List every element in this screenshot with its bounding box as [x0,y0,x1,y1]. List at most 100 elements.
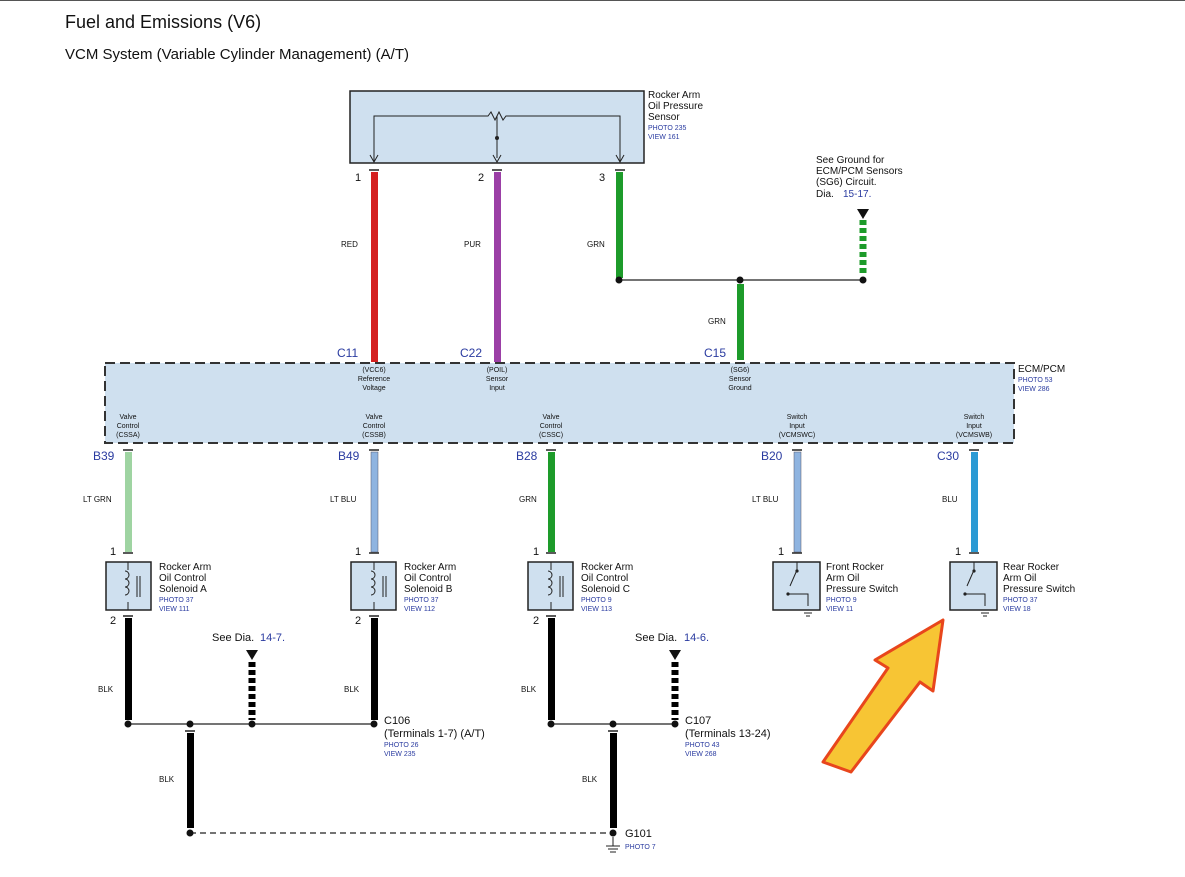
g101-ground[interactable]: G101 PHOTO 7 [625,828,656,851]
oil-pressure-sensor[interactable]: Rocker Arm Oil Pressure Sensor PHOTO 235… [349,90,703,164]
wire-lt-blu-front-label: LT BLU [752,495,779,504]
see-dia-14-6[interactable]: See Dia. 14-6. [635,632,709,720]
c30-desc2: Input [966,423,982,430]
wire-blk-ground-left-label: BLK [159,775,175,784]
sensor-photo-ref[interactable]: PHOTO 235 [648,125,686,132]
b39-desc2: Control [117,423,140,430]
rear-pressure-switch[interactable]: Rear Rocker Arm Oil Pressure Switch PHOT… [949,561,1075,617]
ground-note-dia-link[interactable]: 15-17. [843,189,871,200]
wire-red-label: RED [341,240,358,249]
c30-id: C30 [937,449,959,463]
rear-switch-photo[interactable]: PHOTO 37 [1003,597,1038,604]
see-dia-14-6-text: See Dia. [635,632,677,644]
sensor-name-line3: Sensor [648,112,680,123]
ecm-bottom-pin-b49: Valve Control (CSSB) B49 [338,414,386,463]
see-dia-14-7[interactable]: See Dia. 14-7. [212,632,285,720]
wire-blu-rear: BLU [942,449,979,554]
front-switch-name1: Front Rocker [826,562,884,573]
front-pressure-switch[interactable]: Front Rocker Arm Oil Pressure Switch PHO… [772,561,898,617]
ecm-pin-c15: C15 [704,346,726,360]
solenoid-b-pin-2: 2 [355,615,361,627]
g101-photo[interactable]: PHOTO 7 [625,844,656,851]
ecm-pcm-module[interactable]: ECM/PCM PHOTO 53 VIEW 286 [104,362,1065,444]
solenoid-b-photo[interactable]: PHOTO 37 [404,597,439,604]
see-dia-14-7-text: See Dia. [212,632,254,644]
wire-blk-a: BLK [98,615,133,720]
wire-grn-sensor: GRN [587,169,625,278]
wire-lt-blu-b-label: LT BLU [330,495,357,504]
front-switch-pin-1: 1 [778,546,784,558]
wire-lt-blu-front: LT BLU [752,449,802,554]
b20-desc2: Input [789,423,805,430]
wire-blk-ground-left: BLK [159,730,195,828]
see-dia-14-7-arrow [246,650,258,660]
rear-switch-view[interactable]: VIEW 18 [1003,606,1031,613]
see-dia-14-7-link[interactable]: 14-7. [260,632,285,644]
ecm-photo-ref[interactable]: PHOTO 53 [1018,377,1053,384]
ground-note-line2: ECM/PCM Sensors [816,166,903,177]
c107-view[interactable]: VIEW 268 [685,751,717,758]
solenoid-a-pin-1: 1 [110,546,116,558]
ecm-pin-c11-desc2: Voltage [362,385,385,392]
ground-note: See Ground for ECM/PCM Sensors (SG6) Cir… [816,155,903,200]
b20-desc1: Switch [787,414,808,421]
wire-lt-blu-b: LT BLU [330,449,379,554]
rear-switch-ground-icon [979,609,991,617]
c106-connector[interactable]: C106 (Terminals 1-7) (A/T) PHOTO 26 VIEW… [384,715,485,758]
b28-desc1: Valve [543,414,560,421]
solenoid-a-view[interactable]: VIEW 111 [159,606,190,613]
wire-lt-grn: LT GRN [83,449,133,554]
solenoid-a-name3: Solenoid A [159,584,207,595]
solenoid-c-pin-1: 1 [533,546,539,558]
solenoid-c-photo[interactable]: PHOTO 9 [581,597,612,604]
wire-grn-ecm-label: GRN [708,317,726,326]
ecm-bottom-pin-b20: Switch Input (VCMSWC) B20 [761,414,815,463]
ecm-view-ref[interactable]: VIEW 286 [1018,386,1050,393]
c30-code: (VCMSWB) [956,432,992,439]
c106-photo[interactable]: PHOTO 26 [384,742,419,749]
solenoid-b-name2: Oil Control [404,573,451,584]
c106-terminals: (Terminals 1-7) (A/T) [384,728,485,740]
g101-ground-icon [606,837,620,853]
ecm-bottom-pin-c30: Switch Input (VCMSWB) C30 [937,414,992,463]
front-switch-name3: Pressure Switch [826,584,898,595]
solenoid-b[interactable]: Rocker Arm Oil Control Solenoid B PHOTO … [350,561,456,613]
see-dia-14-6-link[interactable]: 14-6. [684,632,709,644]
splice-node-2 [736,276,744,284]
c107-photo[interactable]: PHOTO 43 [685,742,720,749]
front-switch-photo[interactable]: PHOTO 9 [826,597,857,604]
solenoid-c[interactable]: Rocker Arm Oil Control Solenoid C PHOTO … [527,561,633,613]
ecm-pin-c22-code: (POIL) [487,367,508,374]
sensor-pin-3: 3 [599,172,605,184]
splice-node-3 [859,276,867,284]
solenoid-a-name1: Rocker Arm [159,562,211,573]
wire-blu-rear-label: BLU [942,495,958,504]
rear-switch-name2: Arm Oil [1003,573,1036,584]
solenoid-a[interactable]: Rocker Arm Oil Control Solenoid A PHOTO … [105,561,211,613]
b28-code: (CSSC) [539,432,563,439]
solenoid-c-view[interactable]: VIEW 113 [581,606,612,613]
wire-blk-ground-right-label: BLK [582,775,598,784]
solenoid-c-coil-icon [547,570,553,596]
wire-blk-ground-right: BLK [582,730,618,828]
wire-red: RED [341,169,379,362]
b28-id: B28 [516,449,538,463]
wire-pur-label: PUR [464,240,481,249]
sensor-view-ref[interactable]: VIEW 161 [648,134,680,141]
front-switch-view[interactable]: VIEW 11 [826,606,853,613]
rear-switch-name3: Pressure Switch [1003,584,1075,595]
g101-name: G101 [625,828,652,840]
solenoid-b-view[interactable]: VIEW 112 [404,606,435,613]
solenoid-b-name1: Rocker Arm [404,562,456,573]
ground-reference-arrow [857,209,869,219]
front-switch-name2: Arm Oil [826,573,859,584]
c107-connector[interactable]: C107 (Terminals 13-24) PHOTO 43 VIEW 268 [685,715,771,758]
ecm-pin-c15-desc2: Ground [728,385,751,392]
wire-grn-c: GRN [519,449,556,554]
page-subtitle: VCM System (Variable Cylinder Management… [65,46,409,63]
ground-note-line4: Dia. [816,189,834,200]
sensor-name-line2: Oil Pressure [648,101,703,112]
c106-view[interactable]: VIEW 235 [384,751,416,758]
solenoid-a-photo[interactable]: PHOTO 37 [159,597,194,604]
